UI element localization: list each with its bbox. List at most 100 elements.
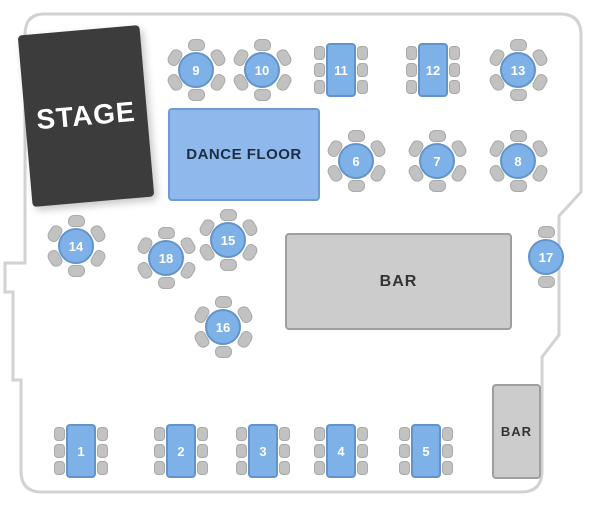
chair-icon (158, 277, 175, 289)
chair-icon (357, 427, 368, 441)
stage-label: STAGE (35, 95, 137, 136)
bar-main-label: BAR (379, 272, 418, 290)
chair-icon (236, 444, 247, 458)
chair-icon (68, 265, 85, 277)
table-10-number: 10 (244, 52, 280, 88)
chair-icon (314, 63, 325, 77)
chair-icon (54, 427, 65, 441)
table-4-number: 4 (326, 424, 356, 478)
table-12[interactable]: 12 (403, 40, 463, 100)
table-10[interactable]: 10 (222, 30, 302, 110)
chair-icon (197, 427, 208, 441)
chair-icon (429, 130, 446, 142)
chair-icon (279, 427, 290, 441)
table-18[interactable]: 18 (126, 218, 206, 298)
chair-icon (154, 461, 165, 475)
table-16[interactable]: 16 (183, 287, 263, 367)
chair-icon (442, 461, 453, 475)
chair-icon (97, 461, 108, 475)
chair-icon (357, 63, 368, 77)
chair-icon (154, 427, 165, 441)
table-6[interactable]: 6 (316, 121, 396, 201)
table-5[interactable]: 5 (396, 421, 456, 481)
table-3[interactable]: 3 (233, 421, 293, 481)
chair-icon (158, 227, 175, 239)
chair-icon (357, 444, 368, 458)
stage[interactable]: STAGE (17, 25, 155, 207)
chair-icon (314, 80, 325, 94)
table-2-number: 2 (166, 424, 196, 478)
chair-icon (399, 444, 410, 458)
chair-icon (510, 180, 527, 192)
table-14-number: 14 (58, 228, 94, 264)
table-7-number: 7 (419, 143, 455, 179)
bar-small-label: BAR (500, 424, 533, 439)
chair-icon (399, 461, 410, 475)
chair-icon (188, 39, 205, 51)
chair-icon (348, 180, 365, 192)
table-13[interactable]: 13 (478, 30, 558, 110)
chair-icon (442, 444, 453, 458)
table-9[interactable]: 9 (156, 30, 236, 110)
chair-icon (399, 427, 410, 441)
chair-icon (236, 427, 247, 441)
chair-icon (357, 46, 368, 60)
chair-icon (510, 39, 527, 51)
chair-icon (538, 276, 555, 288)
chair-icon (197, 461, 208, 475)
chair-icon (68, 215, 85, 227)
chair-icon (357, 461, 368, 475)
chair-icon (279, 461, 290, 475)
bar-main[interactable]: BAR (285, 233, 512, 330)
chair-icon (449, 46, 460, 60)
chair-icon (510, 130, 527, 142)
table-17[interactable]: 17 (506, 217, 586, 297)
chair-icon (54, 461, 65, 475)
table-16-number: 16 (205, 309, 241, 345)
chair-icon (314, 444, 325, 458)
chair-icon (449, 80, 460, 94)
table-9-number: 9 (178, 52, 214, 88)
chair-icon (97, 427, 108, 441)
chair-icon (429, 180, 446, 192)
chair-icon (510, 89, 527, 101)
chair-icon (406, 80, 417, 94)
table-5-number: 5 (411, 424, 441, 478)
chair-icon (188, 89, 205, 101)
chair-icon (348, 130, 365, 142)
dance-floor-label: DANCE FLOOR (186, 146, 302, 163)
chair-icon (97, 444, 108, 458)
table-8[interactable]: 8 (478, 121, 558, 201)
chair-icon (254, 39, 271, 51)
table-13-number: 13 (500, 52, 536, 88)
table-14[interactable]: 14 (36, 206, 116, 286)
table-17-number: 17 (528, 239, 564, 275)
table-15[interactable]: 15 (188, 200, 268, 280)
chair-icon (538, 226, 555, 238)
chair-icon (54, 444, 65, 458)
dance-floor[interactable]: DANCE FLOOR (168, 108, 320, 201)
table-18-number: 18 (148, 240, 184, 276)
table-3-number: 3 (248, 424, 278, 478)
chair-icon (442, 427, 453, 441)
bar-small[interactable]: BAR (492, 384, 541, 479)
table-2[interactable]: 2 (151, 421, 211, 481)
chair-icon (215, 346, 232, 358)
table-7[interactable]: 7 (397, 121, 477, 201)
chair-icon (406, 63, 417, 77)
chair-icon (236, 461, 247, 475)
chair-icon (279, 444, 290, 458)
chair-icon (154, 444, 165, 458)
table-1-number: 1 (66, 424, 96, 478)
table-15-number: 15 (210, 222, 246, 258)
chair-icon (220, 259, 237, 271)
chair-icon (406, 46, 417, 60)
chair-icon (314, 427, 325, 441)
table-11[interactable]: 11 (311, 40, 371, 100)
chair-icon (357, 80, 368, 94)
table-4[interactable]: 4 (311, 421, 371, 481)
chair-icon (220, 209, 237, 221)
table-1[interactable]: 1 (51, 421, 111, 481)
table-11-number: 11 (326, 43, 356, 97)
